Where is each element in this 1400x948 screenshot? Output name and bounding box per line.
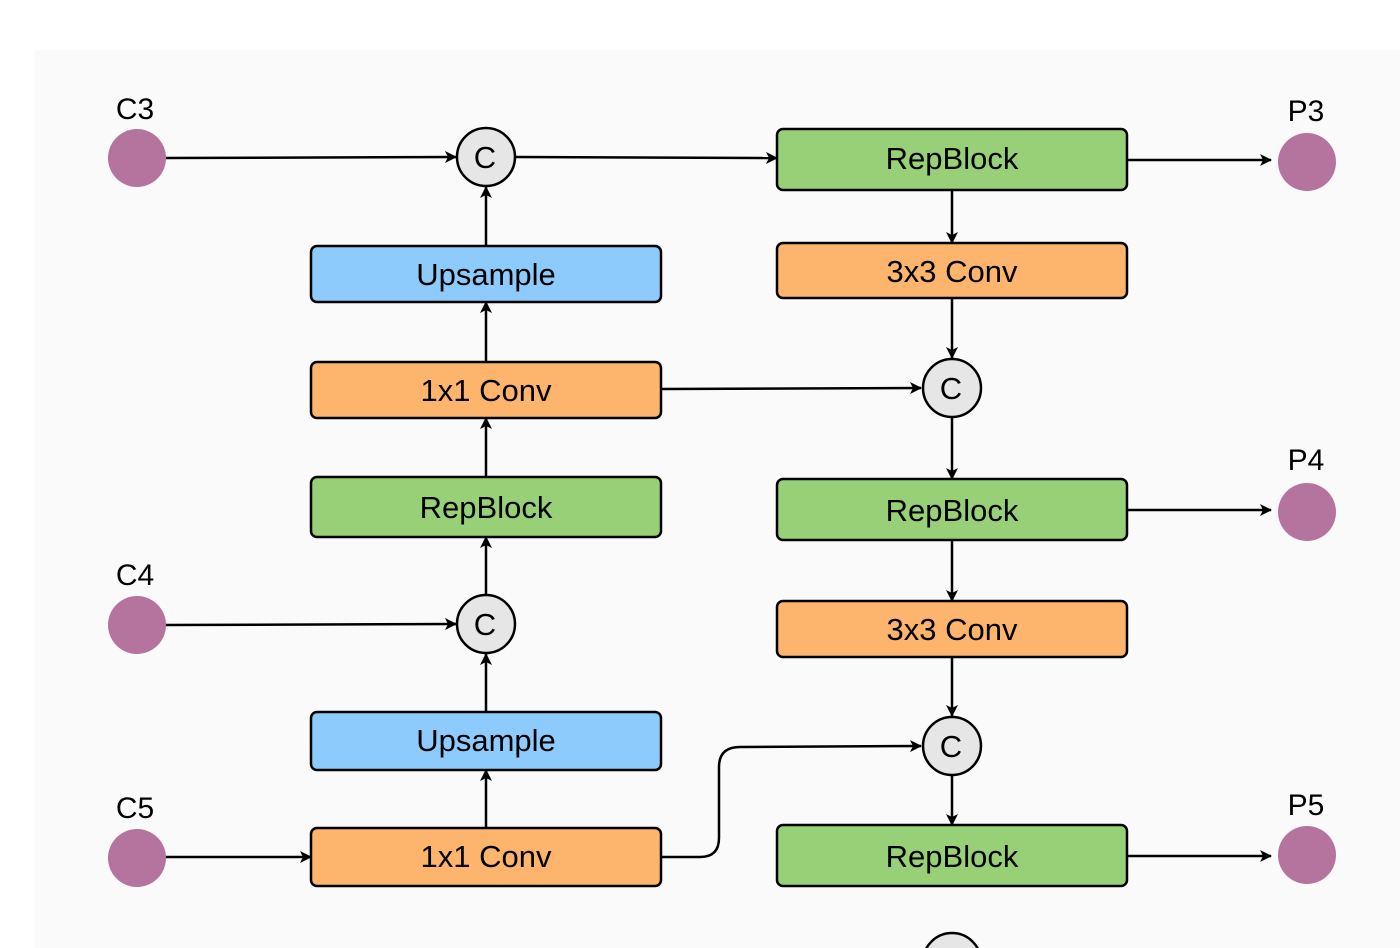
concat-left: C	[455, 593, 517, 655]
input-label-c3: C3	[116, 93, 154, 126]
edge-concat-top-to-repblock-top	[514, 151, 778, 164]
edge-c3-to-concat-top	[164, 151, 457, 164]
upsample-top-label: Upsample	[416, 257, 556, 292]
input-c3: C3	[108, 93, 166, 187]
output-port-p5	[1278, 826, 1336, 884]
output-label-p3: P3	[1288, 95, 1325, 128]
conv1x1-top-label: 1x1 Conv	[421, 373, 552, 408]
repblock-left-block: RepBlock	[309, 475, 663, 539]
input-port-c3	[108, 129, 166, 187]
input-port-c5	[108, 829, 166, 887]
concat-top-label: C	[474, 140, 496, 175]
output-p3: P3	[1278, 95, 1336, 191]
output-p5: P5	[1278, 789, 1336, 884]
conv1x1-bottom-block: 1x1 Conv	[309, 826, 663, 888]
conv1x1-bottom-box	[309, 826, 663, 888]
conv3x3-top-label: 3x3 Conv	[887, 254, 1018, 289]
concat-left-label: C	[474, 607, 496, 642]
repblock-bottom-label: RepBlock	[886, 839, 1019, 874]
output-label-p4: P4	[1288, 444, 1325, 477]
repblock-bottom-block: RepBlock	[775, 823, 1129, 888]
input-label-c4: C4	[116, 559, 154, 592]
repblock-left-label: RepBlock	[420, 490, 553, 525]
repblock-bottom-box	[775, 823, 1129, 888]
upsample-top-box	[309, 244, 663, 304]
output-p4: P4	[1278, 444, 1336, 541]
concat-right-bottom-label: C	[940, 729, 962, 764]
repblock-mid-block: RepBlock	[775, 477, 1129, 542]
output-port-p3	[1278, 133, 1336, 191]
repblock-top-label: RepBlock	[886, 141, 1019, 176]
concat-right-mid-label: C	[940, 371, 962, 406]
upsample-bottom-block: Upsample	[309, 710, 663, 772]
input-c5: C5	[108, 792, 166, 887]
output-port-p4	[1278, 483, 1336, 541]
conv3x3-bottom-block: 3x3 Conv	[775, 599, 1129, 659]
upsample-bottom-box	[309, 710, 663, 772]
repblock-left-box	[309, 475, 663, 539]
concat-top: C	[455, 126, 517, 188]
concat-partial-circle	[925, 931, 979, 948]
conv3x3-top-box	[775, 241, 1129, 300]
conv3x3-top-block: 3x3 Conv	[775, 241, 1129, 300]
upsample-top-block: Upsample	[309, 244, 663, 304]
diagram-background	[35, 50, 1400, 948]
repblock-mid-box	[775, 477, 1129, 542]
edge-c4-to-concat-left	[164, 618, 457, 631]
repblock-mid-label: RepBlock	[886, 493, 1019, 528]
concat-partial-offscreen	[925, 931, 979, 948]
repblock-top-box	[775, 127, 1129, 192]
concat-right-bottom: C	[921, 715, 983, 777]
conv1x1-top-block: 1x1 Conv	[309, 360, 663, 420]
repblock-top-block: RepBlock	[775, 127, 1129, 192]
input-label-c5: C5	[116, 792, 154, 825]
conv3x3-bottom-label: 3x3 Conv	[887, 612, 1018, 647]
concat-left-circle	[455, 593, 517, 655]
conv3x3-bottom-box	[775, 599, 1129, 659]
edge-conv1x1-top-to-concat-right-mid	[661, 382, 922, 395]
input-port-c4	[108, 596, 166, 654]
input-c4: C4	[108, 559, 166, 654]
conv1x1-bottom-label: 1x1 Conv	[421, 839, 552, 874]
concat-right-bottom-circle	[921, 715, 983, 777]
concat-right-mid: C	[921, 357, 983, 419]
concat-top-circle	[455, 126, 517, 188]
concat-right-mid-circle	[921, 357, 983, 419]
conv1x1-top-box	[309, 360, 663, 420]
edge-conv1x1-bottom-to-concat-right-bottom	[662, 740, 922, 859]
edges	[164, 151, 1272, 863]
upsample-bottom-label: Upsample	[416, 723, 556, 758]
output-label-p5: P5	[1288, 789, 1325, 822]
